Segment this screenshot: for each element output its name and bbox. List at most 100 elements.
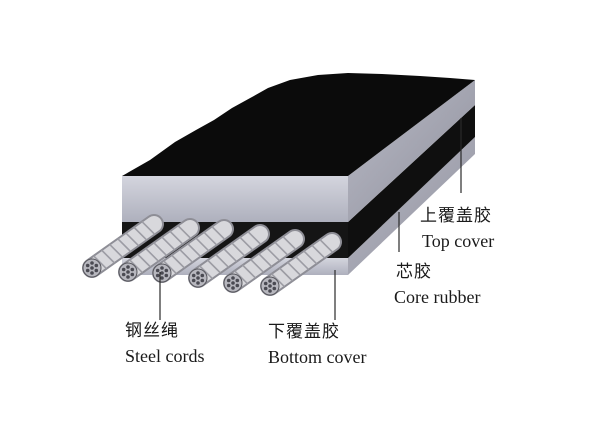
steel-cord-strand — [133, 226, 148, 241]
steel-cord-strand — [206, 259, 222, 274]
steel-cord-strand — [247, 230, 262, 245]
steel-cord-wire — [196, 276, 200, 280]
steel-cord-strand — [258, 252, 273, 268]
steel-cord-strand — [266, 247, 281, 262]
steel-cord-body-highlight — [154, 221, 232, 281]
steel-cord-wire — [85, 263, 90, 268]
steel-cord-strand — [169, 230, 184, 245]
steel-cord-wire — [268, 284, 272, 288]
steel-cord-strand — [295, 255, 310, 271]
top-cover-side — [348, 80, 475, 222]
steel-cord-wire — [160, 276, 164, 280]
core-rubber-label-en: Core rubber — [394, 286, 481, 307]
steel-cord-strand — [153, 241, 168, 257]
steel-cord-wire — [126, 265, 130, 269]
steel-cord-wire — [160, 266, 164, 270]
steel-cord-wire — [268, 289, 272, 293]
bottom-cover-label-en: Bottom cover — [268, 346, 367, 367]
steel-cord-strand — [278, 267, 294, 282]
steel-cord-wire — [94, 263, 99, 268]
steel-cord-wire — [231, 281, 235, 285]
steel-cord-strand — [211, 225, 226, 240]
steel-cord-strand — [233, 270, 249, 285]
callout-bottom-cover: 下覆盖胶 Bottom cover — [268, 323, 366, 367]
steel-cord-strand — [177, 224, 192, 239]
steel-cord-strand — [117, 237, 132, 253]
steel-cord-strand — [231, 242, 246, 257]
steel-cord-wire — [155, 273, 160, 278]
steel-cord-strand — [141, 220, 156, 235]
steel-cord-strand — [303, 250, 318, 265]
steel-cord-strand — [282, 235, 297, 250]
steel-cords-label-zh: 钢丝绳 — [125, 321, 179, 341]
steel-cord-wire — [164, 273, 169, 278]
steel-cord-strand — [214, 253, 230, 268]
steel-cord-body-highlight — [225, 231, 303, 291]
steel-cord-wire — [272, 281, 277, 286]
bottom-cover-label-zh: 下覆盖胶 — [268, 322, 340, 342]
steel-cord-wire — [121, 272, 126, 277]
steel-cord-strand — [203, 231, 218, 246]
top-cover-label-zh: 上覆盖胶 — [420, 206, 492, 226]
steel-cord-strand — [195, 237, 210, 252]
steel-cord-strand — [223, 247, 238, 263]
steel-cord-strand — [178, 248, 194, 263]
steel-cords-label-en: Steel cords — [125, 345, 205, 366]
steel-cord-wire — [164, 268, 169, 273]
leader-lines — [159, 118, 462, 320]
steel-cord-strand — [100, 249, 116, 264]
steel-cord-wire — [235, 278, 240, 283]
steel-cord-strand — [144, 247, 160, 262]
steel-cord-strand — [286, 261, 302, 276]
steel-cord-wire — [126, 275, 130, 279]
steel-cord-wire — [226, 278, 231, 283]
steel-cord-strand — [125, 232, 140, 247]
steel-cord-wire — [160, 271, 164, 275]
steel-cord-strand — [136, 253, 152, 268]
steel-cord-wire — [263, 281, 268, 286]
steel-cord-wire — [94, 268, 99, 273]
steel-cord-strand — [249, 258, 265, 273]
top-cover-surface — [122, 73, 475, 176]
core-rubber-label-zh: 芯胶 — [396, 262, 432, 282]
steel-cord-wire — [90, 271, 94, 275]
callout-top-cover: 上覆盖胶 Top cover — [420, 207, 494, 251]
steel-cord-wire — [231, 276, 235, 280]
steel-cord-strand — [270, 273, 286, 288]
steel-cord-body-highlight — [262, 234, 340, 294]
steel-cord — [152, 219, 234, 283]
steel-cord-wire — [90, 261, 94, 265]
steel-cord-strand — [92, 255, 108, 270]
steel-cords — [82, 214, 342, 296]
steel-cord-strand — [198, 265, 214, 280]
steel-cord-wire — [231, 286, 235, 290]
steel-cord — [188, 224, 270, 288]
top-cover-front — [122, 176, 348, 222]
steel-cord-body-highlight — [190, 226, 268, 286]
callout-core-rubber: 芯胶 Core rubber — [394, 262, 481, 307]
steel-cord-wire — [191, 278, 196, 283]
steel-cord-strand — [311, 244, 326, 259]
steel-cord-wire — [155, 268, 160, 273]
steel-cord-wire — [263, 286, 268, 291]
steel-cord-strand — [162, 260, 178, 275]
steel-cord-wire — [200, 278, 205, 283]
steel-cord — [260, 232, 342, 296]
steel-cord-strand — [187, 242, 202, 258]
steel-cord-strand — [241, 264, 257, 279]
top-cover-layer — [122, 73, 475, 222]
steel-cord-wire — [85, 268, 90, 273]
steel-cord-wire — [90, 266, 94, 270]
steel-cord-wire — [130, 267, 135, 272]
steel-cord-strand — [319, 238, 334, 253]
bottom-cover-side — [348, 137, 475, 275]
callout-steel-cords: 钢丝绳 Steel cords — [125, 322, 204, 366]
steel-cord-strand — [239, 236, 254, 251]
core-rubber-side — [348, 105, 475, 258]
steel-cord-body-highlight — [84, 216, 162, 276]
steel-cord-strand — [170, 254, 186, 269]
steel-cord-wire — [235, 283, 240, 288]
steel-cord-wire — [191, 273, 196, 278]
steel-cord-wire — [200, 273, 205, 278]
